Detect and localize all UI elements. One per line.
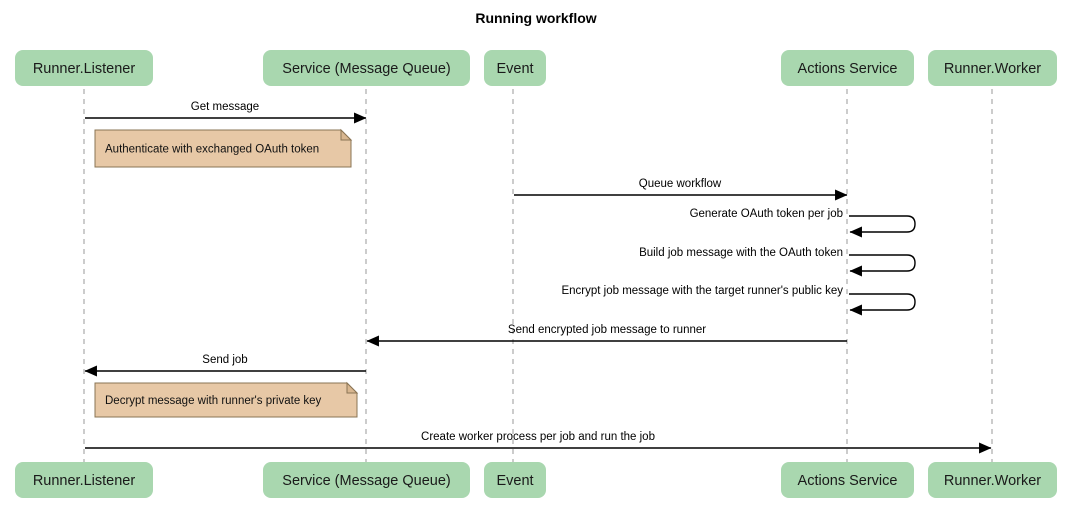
message-self-loop-path — [849, 254, 916, 277]
participant-box — [484, 462, 546, 498]
participant-label: Runner.Worker — [944, 473, 1041, 489]
note-label: Authenticate with exchanged OAuth token — [105, 144, 319, 156]
message-label: Build job message with the OAuth token — [639, 247, 843, 259]
participant-event-bottom[interactable]: Event — [484, 462, 546, 498]
message-label: Encrypt job message with the target runn… — [561, 285, 843, 297]
participant-service-message-queue-bottom[interactable]: Service (Message Queue) — [263, 462, 470, 498]
lifelines-layer — [83, 89, 993, 462]
participant-label: Service (Message Queue) — [282, 473, 450, 489]
participant-runner-worker-top[interactable]: Runner.Worker — [928, 50, 1057, 86]
message-generate-oauth-token-per-job[interactable]: Generate OAuth token per job — [690, 208, 916, 238]
message-send-encrypted-job-message-to-runner[interactable]: Send encrypted job message to runner — [366, 324, 847, 347]
message-label: Queue workflow — [639, 178, 722, 190]
participant-box — [15, 50, 153, 86]
message-create-worker-process-per-job-and-run-the-job[interactable]: Create worker process per job and run th… — [85, 431, 992, 454]
message-label: Get message — [191, 101, 259, 113]
participant-service-message-queue-top[interactable]: Service (Message Queue) — [263, 50, 470, 86]
note-fold-corner-icon — [340, 128, 353, 141]
message-self-loop-path — [849, 293, 916, 316]
participant-box — [928, 50, 1057, 86]
note-body — [94, 129, 352, 168]
participant-label: Event — [496, 473, 533, 489]
message-send-job[interactable]: Send job — [84, 354, 366, 377]
message-label: Send encrypted job message to runner — [508, 324, 706, 336]
participant-box — [263, 50, 470, 86]
message-label: Create worker process per job and run th… — [421, 431, 655, 443]
participant-event-top[interactable]: Event — [484, 50, 546, 86]
participant-label: Runner.Listener — [33, 61, 136, 77]
message-label: Send job — [202, 354, 247, 366]
message-get-message[interactable]: Get message — [85, 101, 367, 124]
message-self-loop-path — [849, 215, 916, 238]
message-label: Generate OAuth token per job — [690, 208, 843, 220]
message-encrypt-job-message-with-the-target-runners-public-key[interactable]: Encrypt job message with the target runn… — [561, 285, 916, 316]
participant-label: Service (Message Queue) — [282, 61, 450, 77]
participant-box — [781, 50, 914, 86]
participant-label: Actions Service — [798, 473, 898, 489]
participant-box — [15, 462, 153, 498]
participant-box — [263, 462, 470, 498]
participant-box — [928, 462, 1057, 498]
participant-runner-listener-bottom[interactable]: Runner.Listener — [15, 462, 153, 498]
participant-runner-listener-top[interactable]: Runner.Listener — [15, 50, 153, 86]
participant-label: Runner.Listener — [33, 473, 136, 489]
note-label: Decrypt message with runner's private ke… — [105, 395, 322, 407]
participant-box — [484, 50, 546, 86]
participant-box — [781, 462, 914, 498]
page-title: Running workflow — [475, 10, 596, 26]
participant-actions-service-top[interactable]: Actions Service — [781, 50, 914, 86]
participant-label: Event — [496, 61, 533, 77]
participant-actions-service-bottom[interactable]: Actions Service — [781, 462, 914, 498]
note-authenticate-with-exchanged-oauth-token[interactable]: Authenticate with exchanged OAuth token — [94, 128, 353, 168]
participant-runner-worker-bottom[interactable]: Runner.Worker — [928, 462, 1057, 498]
message-queue-workflow[interactable]: Queue workflow — [514, 178, 848, 201]
note-decrypt-message-with-runners-private-key[interactable]: Decrypt message with runner's private ke… — [94, 381, 359, 418]
notes-layer: Authenticate with exchanged OAuth tokenD… — [94, 128, 359, 418]
participant-label: Actions Service — [798, 61, 898, 77]
note-fold-corner-icon — [346, 381, 359, 394]
note-body — [94, 382, 358, 418]
message-build-job-message-with-the-oauth-token[interactable]: Build job message with the OAuth token — [639, 247, 916, 277]
participant-label: Runner.Worker — [944, 61, 1041, 77]
